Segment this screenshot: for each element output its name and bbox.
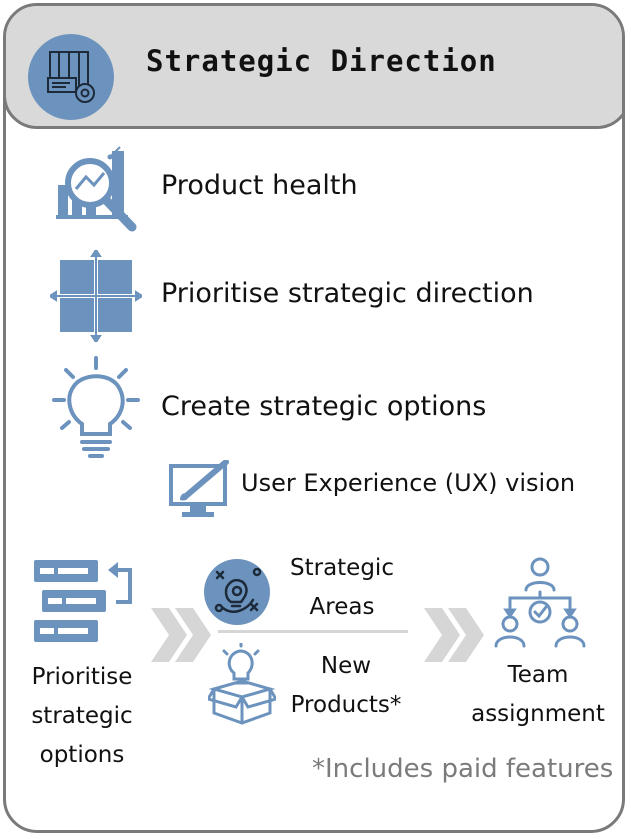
flow-middle-top-text: Strategic Areas: [278, 549, 406, 627]
strategy-play-icon: [203, 558, 271, 630]
quadrant-grid-icon: [48, 248, 144, 346]
header-bar: Strategic Direction: [6, 6, 622, 129]
flow-middle-bottom-line-2: Products*: [290, 692, 402, 718]
flow-divider: [218, 630, 408, 633]
item-label-create-options: Create strategic options: [161, 391, 487, 422]
flow-start-line-1: Prioritise: [31, 664, 133, 690]
flow-end-line-1: Team: [507, 662, 569, 688]
analytics-magnifier-icon: [52, 145, 142, 239]
item-label-product-health: Product health: [161, 170, 358, 201]
flow-start-line-3: options: [39, 742, 125, 768]
flow-end-text: Team assignment: [464, 656, 612, 734]
item-label-prioritise-direction: Prioritise strategic direction: [161, 278, 534, 309]
flow-middle-top-line-1: Strategic: [290, 555, 394, 581]
strategy-board-gear-icon: [28, 34, 114, 120]
sub-item-label-ux-vision: User Experience (UX) vision: [241, 469, 576, 497]
ranked-list-icon: [32, 558, 136, 650]
monitor-brush-icon: [168, 459, 232, 526]
double-chevron-right-icon: [147, 606, 213, 668]
strategic-direction-card: Strategic Direction Product health: [3, 3, 625, 833]
flow-middle-bottom-text: New Products*: [278, 647, 414, 725]
flow-end-line-2: assignment: [471, 701, 605, 727]
page-title: Strategic Direction: [146, 44, 497, 78]
flow-start-line-2: strategic: [31, 703, 133, 729]
lightbulb-icon: [52, 356, 142, 468]
double-chevron-right-icon-2: [420, 606, 486, 668]
team-hierarchy-icon: [492, 556, 588, 652]
flow-start-text: Prioritise strategic options: [14, 658, 150, 775]
flow-middle-top-line-2: Areas: [309, 594, 375, 620]
box-idea-icon: [205, 641, 279, 731]
flow-middle-bottom-line-1: New: [320, 653, 372, 679]
footnote: *Includes paid features: [312, 754, 614, 784]
